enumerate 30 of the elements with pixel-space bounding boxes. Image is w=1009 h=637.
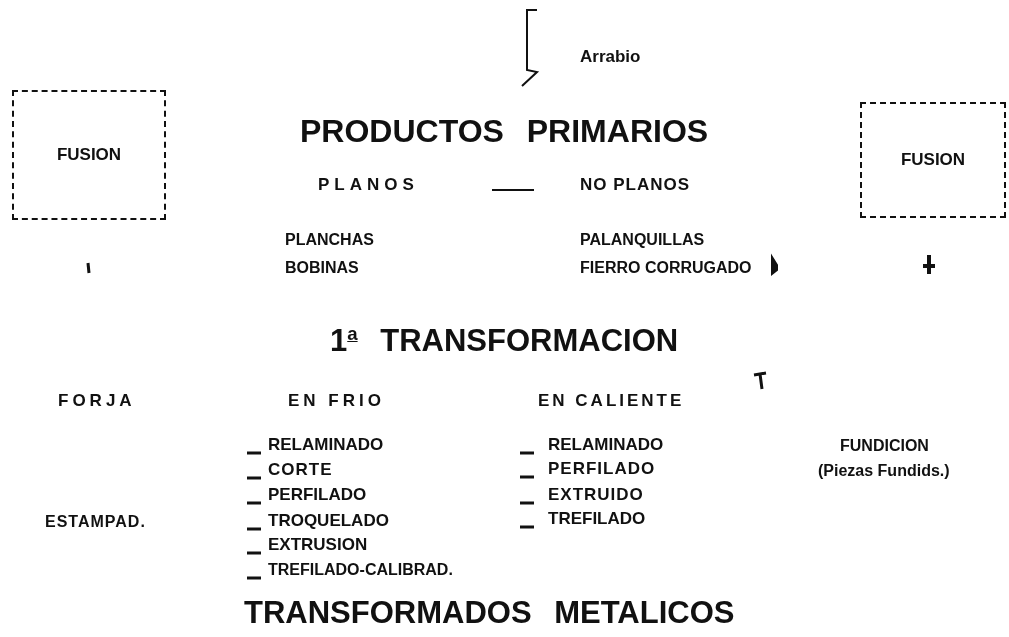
text-label: PLANCHAS — [285, 231, 374, 249]
list-item: EXTRUSION — [268, 536, 368, 555]
dashed-box — [860, 102, 1006, 218]
list-item: TREFILADO-CALIBRAD. — [268, 561, 453, 579]
text-label: FUNDICION — [840, 437, 929, 455]
list-item: RELAMINADO — [548, 436, 664, 455]
text-label: EN CALIENTE — [538, 392, 685, 411]
text-label: BOBINAS — [285, 259, 359, 277]
text-label: NO PLANOS — [580, 176, 691, 195]
text-label: FORJA — [58, 392, 136, 411]
text-label: FIERRO CORRUGADO — [580, 259, 752, 277]
dashed-box — [12, 90, 166, 220]
text-label: ESTAMPAD. — [45, 513, 146, 531]
text-label: Arrabio — [580, 48, 641, 67]
box-label: FUSION — [900, 150, 966, 170]
text-label: (Piezas Fundids.) — [818, 462, 950, 480]
heading: 1$^{a}$ TRANSFORMACION — [330, 324, 679, 359]
list-item: CORTE — [268, 461, 333, 480]
box-label: FUSION — [56, 145, 122, 165]
heading: TRANSFORMADOS METALICOS — [244, 596, 735, 631]
list-item: TROQUELADO — [268, 512, 389, 531]
text-label: PLANOS — [318, 176, 419, 195]
text-label: PALANQUILLAS — [580, 231, 705, 249]
list-item: TREFILADO — [548, 510, 646, 529]
list-item: PERFILADO — [268, 486, 367, 505]
heading: PRODUCTOS PRIMARIOS — [300, 114, 709, 150]
text-label: EN FRIO — [288, 392, 385, 411]
list-item: RELAMINADO — [268, 436, 384, 455]
list-item: EXTRUIDO — [548, 486, 644, 505]
list-item: PERFILADO — [548, 460, 656, 479]
